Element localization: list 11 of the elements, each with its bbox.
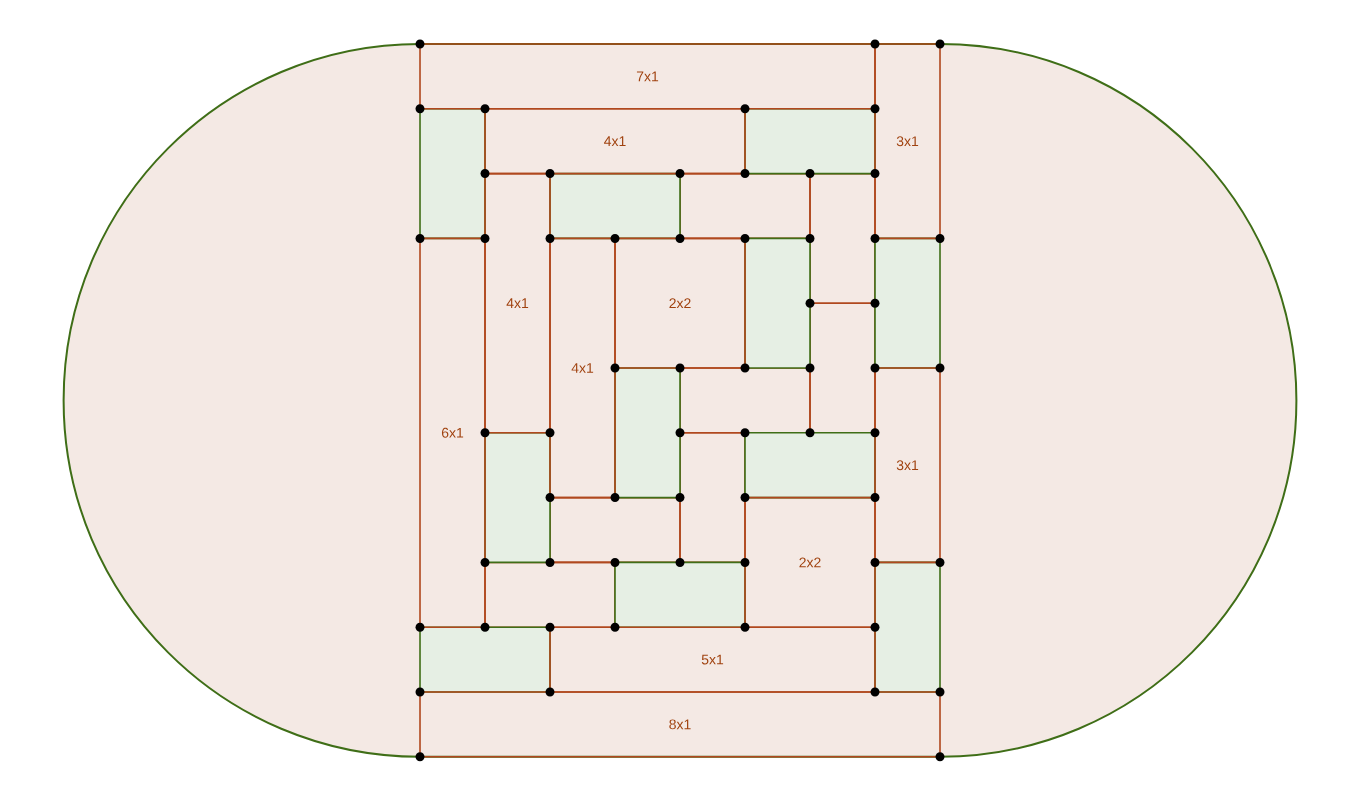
region-box: 4x1	[484, 172, 551, 434]
region-box: 2x2	[744, 496, 876, 628]
region-box: 8x1	[419, 691, 941, 758]
region-box: 5x1	[549, 626, 876, 693]
region-box: 3x1	[874, 43, 941, 240]
region-box: 4x1	[484, 108, 746, 175]
region-box: 2x2	[614, 237, 746, 369]
region-box: 3x1	[874, 367, 941, 564]
region-box: 7x1	[419, 43, 876, 110]
region-box: 6x1	[419, 237, 486, 628]
region-box: 4x1	[549, 237, 616, 499]
